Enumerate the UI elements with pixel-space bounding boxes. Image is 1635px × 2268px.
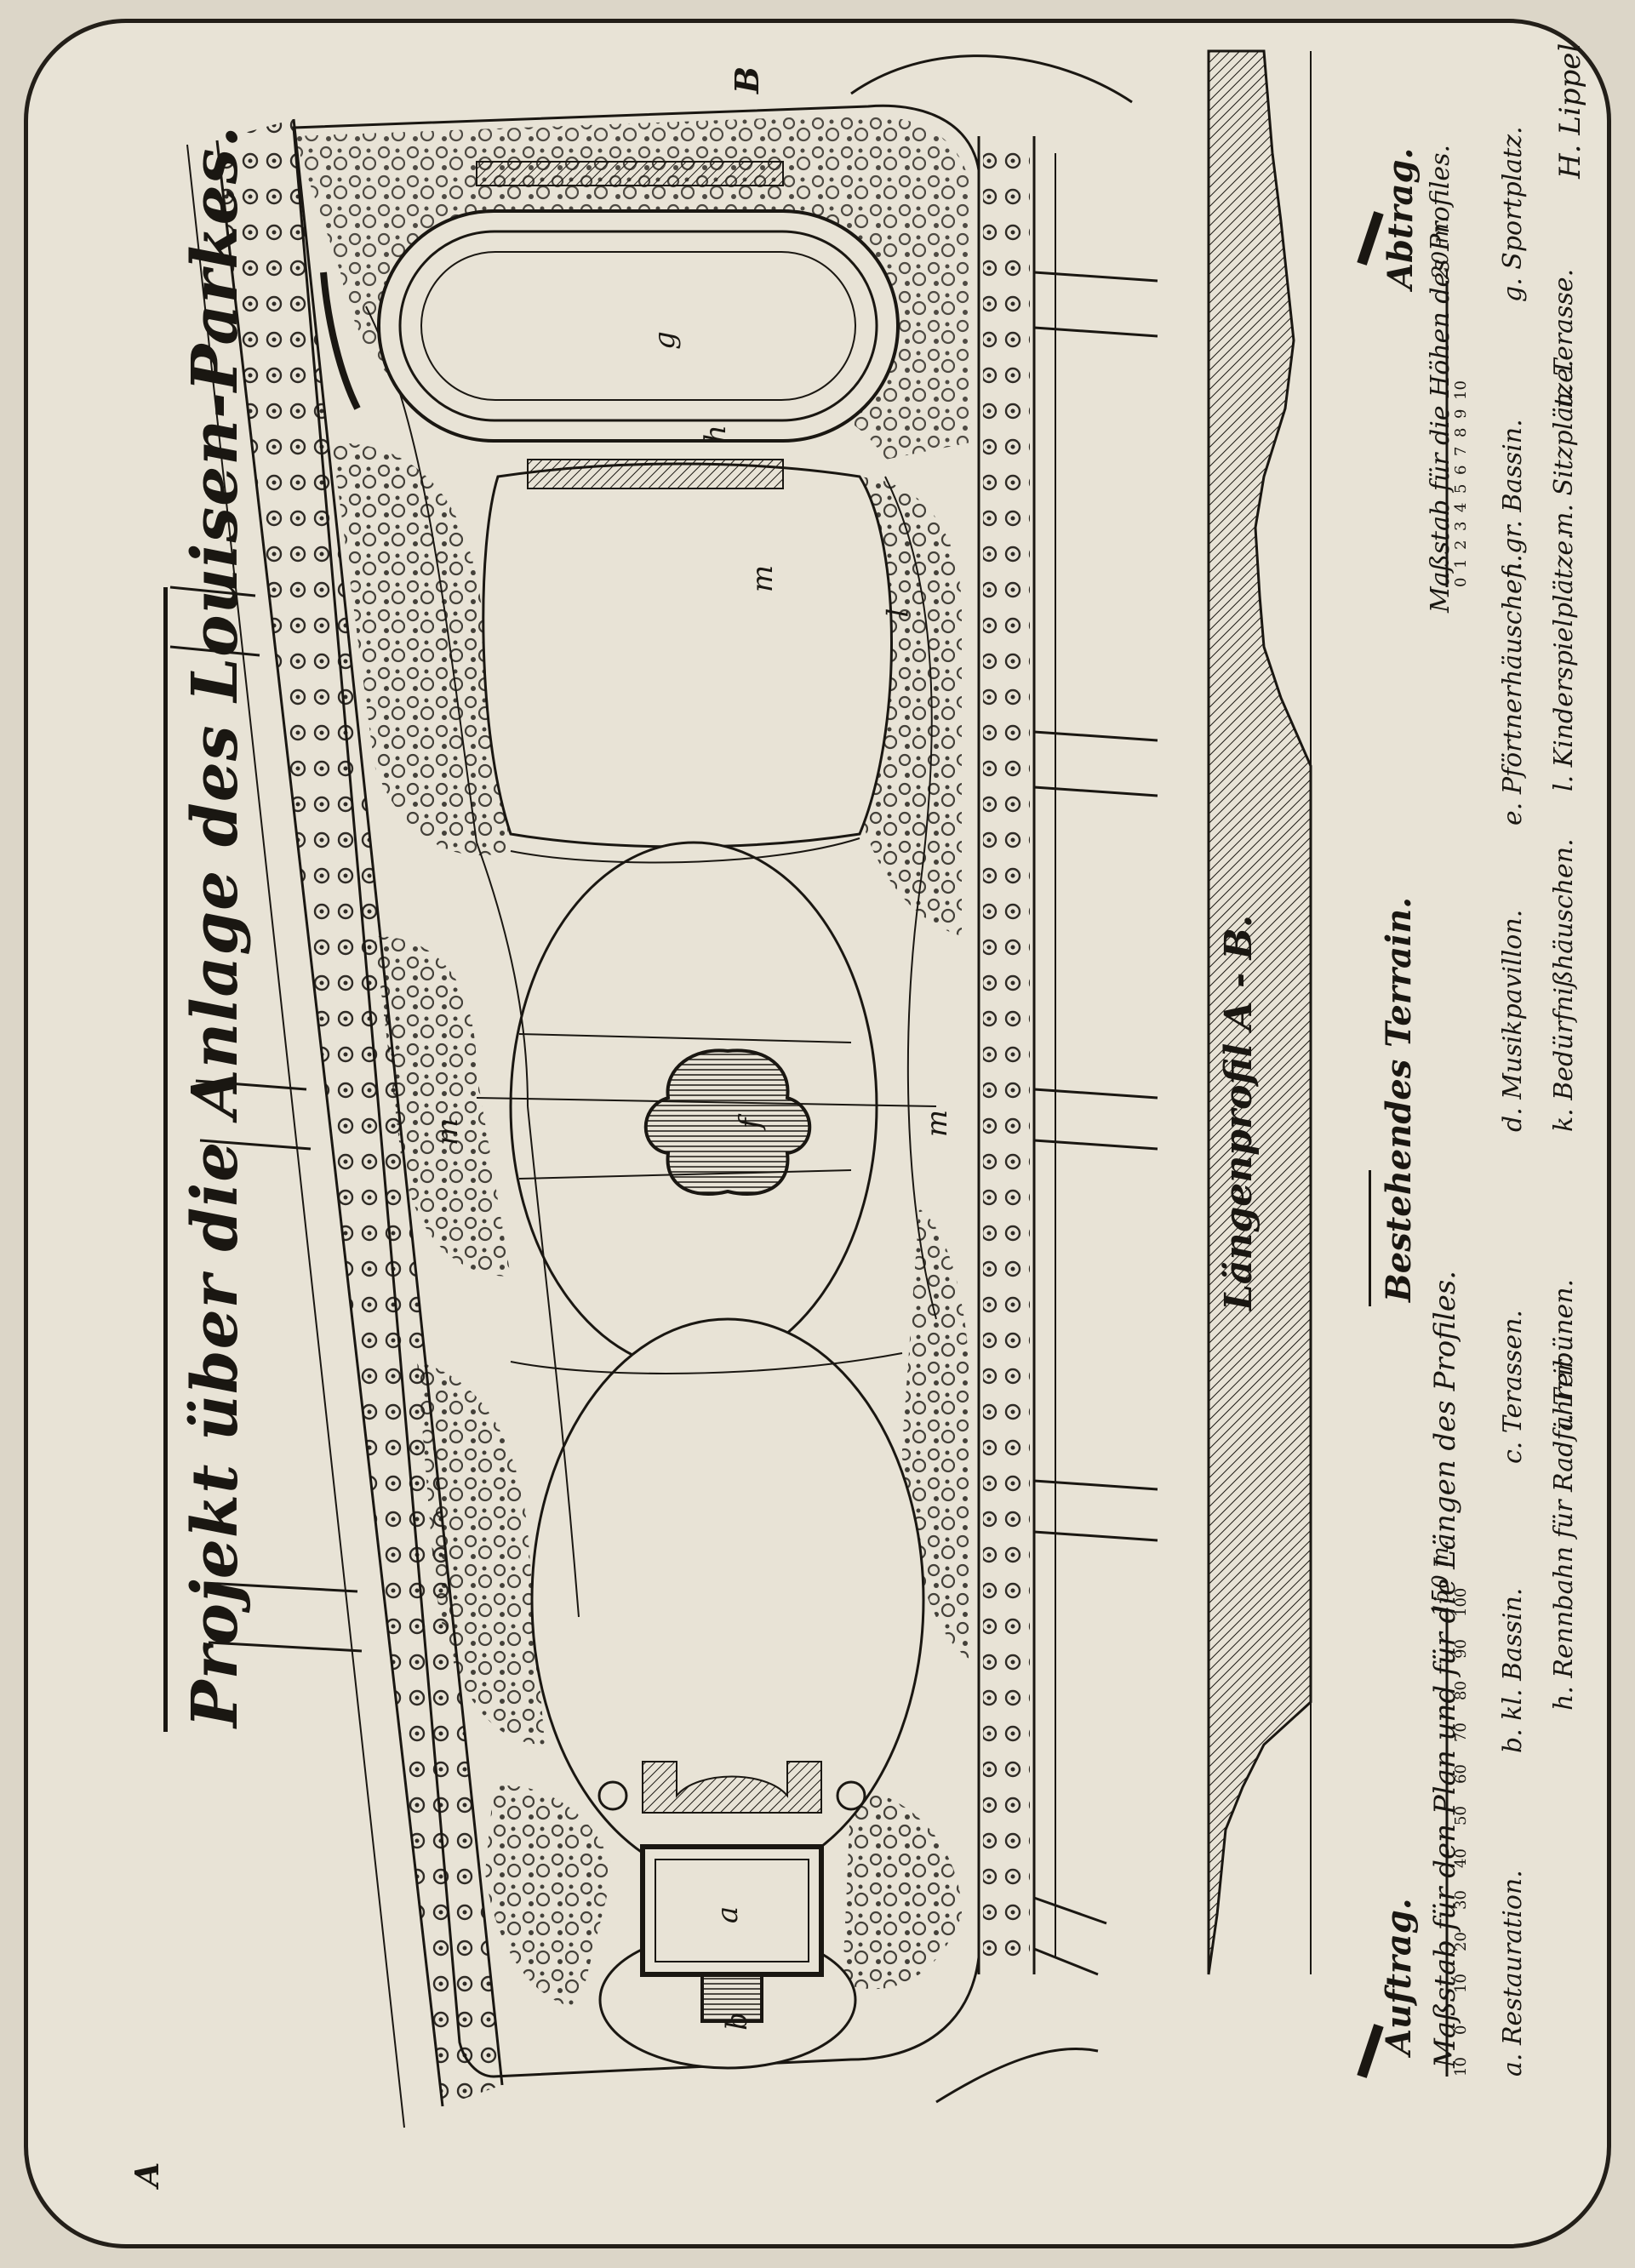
west-grove-2 xyxy=(374,936,511,1277)
height-scale-tick: 2 xyxy=(1452,540,1470,550)
sport-field xyxy=(420,251,856,401)
abtrag-label: Abtrag. xyxy=(1381,147,1421,289)
sportplatz xyxy=(320,161,900,489)
small-basin xyxy=(700,1973,763,2023)
south-grove-west xyxy=(485,1785,613,2008)
height-scale-tick: 4 xyxy=(1452,502,1470,512)
north-meadow xyxy=(482,462,893,848)
length-scale-tick: 10 xyxy=(1452,2057,1470,2077)
legend-item-f: f. gr. Bassin. xyxy=(1498,419,1528,579)
central-feature xyxy=(518,1033,852,1196)
meadows xyxy=(482,462,925,2070)
profile-title: Längenprofil A - B. xyxy=(1217,914,1261,1311)
signature: H. Lippel xyxy=(1553,43,1587,179)
height-scale-tick: 9 xyxy=(1452,408,1470,419)
east-avenue-trees xyxy=(983,136,1030,1974)
auftrag-label: Auftrag. xyxy=(1379,1898,1419,2055)
west-avenue-trees xyxy=(217,119,502,2106)
large-basin xyxy=(643,1048,812,1196)
height-scale-tick: 1 xyxy=(1452,558,1470,568)
height-scale-tick: 6 xyxy=(1452,465,1470,475)
length-scale-tick: 70 xyxy=(1452,1722,1470,1743)
height-scale-tick: 8 xyxy=(1452,427,1470,437)
legend-item-n: n. Terasse. xyxy=(1549,268,1579,408)
park-boundary xyxy=(292,104,980,2078)
height-scale-unit: 20 m. xyxy=(1428,215,1454,279)
plan-letter-l: l xyxy=(881,608,916,618)
height-scale-tick: 7 xyxy=(1452,446,1470,456)
plan-letter-f: f xyxy=(733,1117,768,1129)
auftrag-swatch xyxy=(1357,2024,1384,2078)
plan-letter-g: g xyxy=(647,331,682,350)
terrain-label: Bestehendes Terrain. xyxy=(1379,896,1419,1302)
length-scale-tick: 60 xyxy=(1452,1764,1470,1785)
pavilion-west xyxy=(597,1780,628,1811)
length-scale-tick: 0 xyxy=(1452,2025,1470,2035)
profile-terrain-fill xyxy=(1207,49,1312,1975)
north-curve-street xyxy=(850,54,1133,104)
tribune-north xyxy=(476,161,784,186)
plan-letter-m: m xyxy=(920,1109,955,1138)
length-scale-tick: 80 xyxy=(1452,1681,1470,1701)
plan-letter-a: a xyxy=(711,1905,746,1924)
length-scale-tick: 100 xyxy=(1452,1587,1470,1617)
legend-item-a: a. Restauration. xyxy=(1498,1870,1528,2077)
legend-item-e: e. Pförtnerhäuschen. xyxy=(1498,554,1528,826)
height-scale-tick: 3 xyxy=(1452,521,1470,531)
plan-letter-m: m xyxy=(431,1117,466,1146)
plan-letter-h: h xyxy=(698,425,733,443)
legend-item-k: k. Bedürfnißhäuschen. xyxy=(1549,838,1579,1132)
terrain-line-sample xyxy=(1369,1170,1371,1306)
terraces xyxy=(642,1761,822,1814)
pavilion-east xyxy=(836,1780,866,1811)
height-scale-tick: 10 xyxy=(1452,380,1470,400)
legend-item-g: g. Sportplatz. xyxy=(1498,126,1528,302)
legend-item-d: d. Musikpavillon. xyxy=(1498,909,1528,1132)
profile-point-b: B xyxy=(728,66,766,94)
length-scale-tick: 90 xyxy=(1452,1639,1470,1660)
plan-letter-b: b xyxy=(719,2012,754,2031)
title-underline xyxy=(163,587,168,1732)
park-outline xyxy=(292,104,980,2078)
south-curve-street xyxy=(935,2048,1099,2104)
length-scale-tick: 50 xyxy=(1452,1806,1470,1826)
height-scale-tick: 5 xyxy=(1452,483,1470,494)
west-grove-1 xyxy=(332,443,511,856)
restaurant-area xyxy=(597,1761,866,2023)
length-scale-tick: 10 xyxy=(1452,1973,1470,1993)
profile-point-a: A xyxy=(128,2162,166,2187)
tribune-south xyxy=(527,459,784,489)
legend-item-i: i. Tribünen. xyxy=(1549,1278,1579,1430)
legend-item-c: c. Terassen. xyxy=(1498,1310,1528,1464)
length-scale-tick: 20 xyxy=(1452,1931,1470,1951)
length-scale-tick: 40 xyxy=(1452,1848,1470,1868)
length-scale-tick: 30 xyxy=(1452,1889,1470,1910)
profile-section xyxy=(1207,49,1384,2078)
park-outer-streets xyxy=(169,54,1158,2128)
height-scale-tick: 0 xyxy=(1452,577,1470,587)
length-scale-unit: 150 m. xyxy=(1428,1540,1454,1617)
plan-letter-m: m xyxy=(746,564,780,593)
west-street-outer xyxy=(186,144,405,2128)
abtrag-swatch xyxy=(1357,211,1384,266)
west-grove-3 xyxy=(417,1362,545,1745)
cross-streets xyxy=(169,271,1158,1976)
west-street-edge xyxy=(215,140,444,2107)
plan-title: Projekt über die Anlage des Louisen-Park… xyxy=(179,124,252,1728)
legend-item-b: b. kl. Bassin. xyxy=(1498,1587,1528,1753)
legend-item-l: l. Kinderspielplätze. xyxy=(1549,532,1579,791)
height-scale-label: Maßstab für die Höhen des Profiles. xyxy=(1426,144,1455,613)
terrace-steps-north xyxy=(320,271,361,410)
restaurant-building xyxy=(640,1844,824,1977)
south-grove-east xyxy=(843,1787,962,1990)
